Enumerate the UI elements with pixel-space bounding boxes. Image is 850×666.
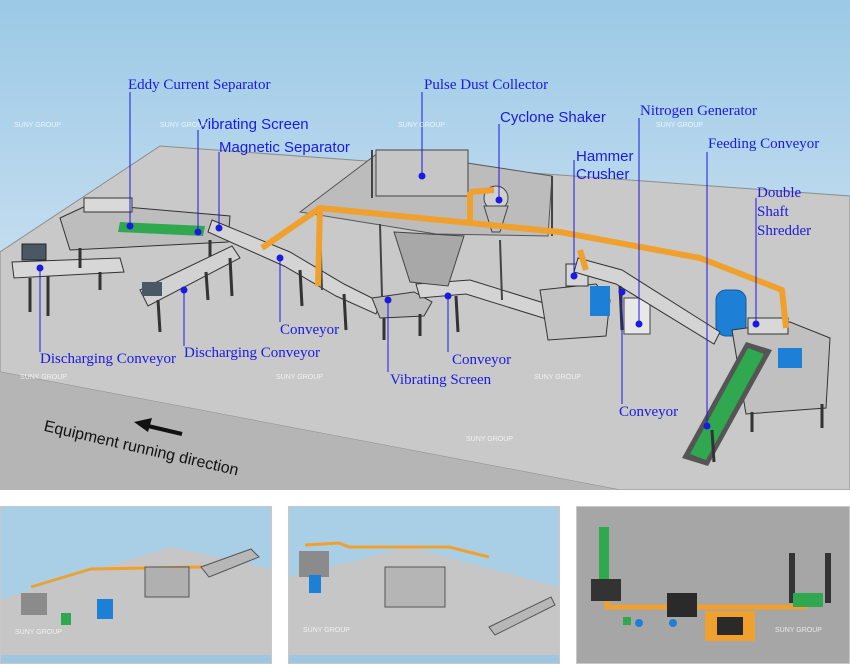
hammer-crusher-unit [539,263,747,341]
inclined-conveyor-left [207,219,381,331]
watermark: SUNY GROUP [534,374,581,381]
thumbnail-view-1: SUNY GROUP [0,506,272,664]
watermark: SUNY GROUP [656,122,703,129]
label-nitrogen-generator: Nitrogen Generator [640,103,758,119]
double-shaft-shredder [731,317,831,432]
layout-diagram: Eddy Current Separator Vibrating Screen … [0,0,850,490]
label-discharging-conveyor-left: Discharging Conveyor [40,351,176,367]
label-double-shaft-shredder-line2: Shaft [757,204,789,220]
thumbnail-view-2: SUNY GROUP [288,506,560,664]
label-feeding-conveyor: Feeding Conveyor [708,136,820,152]
label-vibrating-screen-bottom: Vibrating Screen [390,372,492,388]
label-discharging-conveyor-middle: Discharging Conveyor [184,345,320,361]
watermark: SUNY GROUP [303,627,350,634]
thumbnail-view-2-drawing [289,507,559,663]
feeding-conveyor [682,342,772,466]
direction-arrow-icon [134,418,183,436]
label-vibrating-screen-top: Vibrating Screen [198,116,309,133]
watermark: SUNY GROUP [398,122,445,129]
orange-pipes [260,187,789,329]
equipment-drawing [0,92,850,490]
thumbnail-view-1-drawing [1,507,271,663]
pointer-lines [36,92,760,430]
label-pulse-dust-collector: Pulse Dust Collector [424,77,549,93]
label-conveyor-left: Conveyor [280,322,340,338]
label-eddy-current-separator: Eddy Current Separator [128,77,271,93]
label-conveyor-middle: Conveyor [452,352,512,368]
label-double-shaft-shredder-line3: Shredder [757,223,812,239]
watermark: SUNY GROUP [15,629,62,636]
watermark: SUNY GROUP [20,374,67,381]
label-hammer-crusher-line1: Hammer [576,148,634,165]
label-double-shaft-shredder-line1: Double [757,185,802,201]
label-hammer-crusher-line2: Crusher [576,166,630,183]
thumbnail-view-3-drawing [577,507,849,663]
watermark: SUNY GROUP [276,374,323,381]
watermark: SUNY GROUP [775,627,822,634]
eddy-current-separator [59,197,231,268]
label-cyclone-shaker: Cyclone Shaker [500,109,606,126]
thumbnail-view-3: SUNY GROUP [576,506,850,664]
watermark: SUNY GROUP [160,122,207,129]
watermark: SUNY GROUP [14,122,61,129]
watermark: SUNY GROUP [466,436,513,443]
middle-discharging-conveyor [139,245,241,333]
label-conveyor-right: Conveyor [619,404,679,420]
label-magnetic-separator: Magnetic Separator [219,139,350,156]
